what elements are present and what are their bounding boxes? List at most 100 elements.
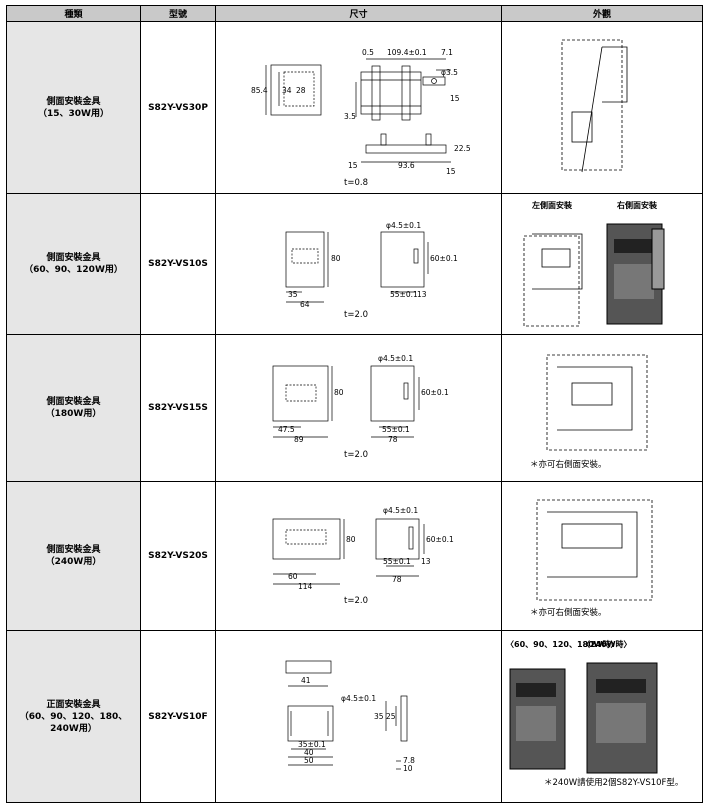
type-cell: 側面安裝金具（15、30W用） [6,21,141,194]
dim-bottom-1: 15 [348,161,358,170]
type-note: （180W用） [45,409,102,419]
dim-side-3: 13 [417,290,427,299]
appearance-cell: 〈60、90、120、180W時〉 〈240W時〉 ＊240W請使用2個S82Y… [501,630,703,803]
dim-side-4: 78 [392,575,402,584]
table-row: 側面安裝金具（240W用） S82Y-VS20S 80 60 1 [6,481,703,631]
type-name: 側面安裝金具 [46,253,101,263]
label-right-mount: 右側面安裝 [616,200,658,210]
dim-side-2: 55±0.1 [382,425,410,434]
thickness-note: t=2.0 [344,596,368,606]
appearance-cell [501,21,703,194]
type-cell: 側面安裝金具 （180W用） [6,334,141,482]
type-cell: 側面安裝金具 （60、90、120W用） [6,193,141,335]
label-left-mount: 左側面安裝 [531,200,573,210]
dim-front-2: 89 [294,435,304,444]
bracket-illustration [561,39,628,173]
dim-side-0: φ4.5±0.1 [386,221,421,230]
type-name: 側面安裝金具 [46,397,101,407]
dim-side-0: 0.5 [362,48,374,57]
front-mount-illustration: 〈60、90、120、180W時〉 〈240W時〉 ＊240W請使用2個S82Y… [506,639,683,788]
model-cell: S82Y-VS10F [140,630,216,803]
spec-table: 種類 型號 尺寸 外觀 側面安裝金具（15、30W用） S82Y-VS30P [6,5,703,803]
type-name: 側面安裝金具 [46,96,101,107]
power-supply-icon [509,662,658,774]
dim-side-1: 60±0.1 [430,254,458,263]
dim-front-0: 80 [331,254,341,263]
dim-front-2: 114 [298,582,313,591]
type-note: （60、90、120、180、240W用） [19,711,128,734]
bracket-illustration: ＊亦可右側面安裝。 [530,354,648,470]
dim-front-0: 85.4 [251,86,268,95]
dim-side-3: 78 [388,435,398,444]
thickness-note: t=0.8 [344,178,368,188]
table-row: 側面安裝金具 （180W用） S82Y-VS15S 80 47.5 [6,334,703,482]
dim-front-1: 47.5 [278,425,295,434]
dim-front-2: 28 [296,86,306,95]
appearance-cell: 左側面安裝 右側面安裝 [501,193,703,335]
table-row: 正面安裝金具（60、90、120、180、240W用） S82Y-VS10F [6,630,703,803]
dimension-drawing: 41 φ4.5±0.1 35±0.1 40 50 35 25 7.8 10 [215,630,502,803]
dimension-drawing: 80 60 114 φ4.5±0.1 60±0.1 55±0.1 13 78 t… [215,481,502,631]
dim-front-3: 40 [304,748,314,757]
dimension-drawing: 85.4 34 28 3.5 0.5 109.4±0.1 7.1 φ3.5 15… [215,21,502,194]
model-cell: S82Y-VS20S [140,481,216,631]
dim-bottom-3: 15 [446,167,456,176]
dim-side-3: 13 [421,557,431,566]
appearance-cell: ＊亦可右側面安裝。 [501,481,703,631]
dim-front-1: 35 [288,290,298,299]
dimension-svg: 85.4 34 28 3.5 0.5 109.4±0.1 7.1 φ3.5 15… [251,48,471,188]
dim-side-0: 35 [374,712,384,721]
dimension-svg: 80 47.5 89 φ4.5±0.1 60±0.1 55±0.1 78 t=2… [272,354,449,460]
thickness-note: t=2.0 [344,450,368,460]
dim-side-0: φ4.5±0.1 [378,354,413,363]
dim-side-1: 60±0.1 [421,388,449,397]
model-cell: S82Y-VS10S [140,193,216,335]
appearance-cell: ＊亦可右側面安裝。 [501,334,703,482]
dim-side-1: 60±0.1 [426,535,454,544]
dim-side-0: φ4.5±0.1 [383,506,418,515]
table-row: 側面安裝金具 （60、90、120W用） S82Y-VS10S 80 35 64 [6,193,703,335]
mount-illustration: 左側面安裝 右側面安裝 [523,200,665,327]
dim-side-3: 10 [403,764,413,773]
dim-front-4: 50 [304,756,314,765]
label-240w: 〈240W時〉 [582,639,632,649]
dimension-svg: 80 60 114 φ4.5±0.1 60±0.1 55±0.1 13 78 t… [272,506,454,606]
dim-front-0: 80 [334,388,344,397]
type-note: （60、90、120W用） [24,265,123,275]
dimension-drawing: 80 35 64 φ4.5±0.1 60±0.1 55±0.1 13 t=2.0 [215,193,502,335]
label-small-models: 〈60、90、120、180W時〉 [506,639,619,649]
dim-side-1: 25 [386,712,396,721]
dim-bottom-0: 22.5 [454,144,471,153]
dim-front-1: 34 [282,86,292,95]
dimension-svg: 41 φ4.5±0.1 35±0.1 40 50 35 25 7.8 10 [285,660,415,773]
header-model: 型號 [140,5,216,22]
type-note: （240W用） [45,557,102,567]
header-type: 種類 [6,5,141,22]
dim-front-2: 35±0.1 [298,740,326,749]
model-cell: S82Y-VS15S [140,334,216,482]
dim-side-3: φ3.5 [441,68,458,77]
dim-side-2: 55±0.1 [390,290,418,299]
header-appearance: 外觀 [501,5,703,22]
table-row: 側面安裝金具（15、30W用） S82Y-VS30P [6,21,703,194]
appearance-note: ＊亦可右側面安裝。 [530,459,607,470]
model-cell: S82Y-VS30P [140,21,216,194]
dim-front-2: 64 [300,300,310,309]
dimension-drawing: 80 47.5 89 φ4.5±0.1 60±0.1 55±0.1 78 t=2… [215,334,502,482]
type-name: 側面安裝金具 [46,545,101,555]
bracket-illustration: ＊亦可右側面安裝。 [530,499,653,618]
power-supply-icon [606,223,665,325]
type-cell: 側面安裝金具 （240W用） [6,481,141,631]
dim-side-2: 55±0.1 [383,557,411,566]
type-name: 正面安裝金具 [46,699,101,710]
type-note: （15、30W用） [38,108,109,119]
header-row: 種類 型號 尺寸 外觀 [6,5,703,22]
dim-front-0: 41 [301,676,311,685]
dim-side-2: 7.8 [403,756,415,765]
header-dimensions: 尺寸 [215,5,502,22]
dim-side-2: 7.1 [441,48,453,57]
type-cell: 正面安裝金具（60、90、120、180、240W用） [6,630,141,803]
dimension-svg: 80 35 64 φ4.5±0.1 60±0.1 55±0.1 13 t=2.0 [285,221,458,320]
dim-front-1: φ4.5±0.1 [341,694,376,703]
dim-side-4: 15 [450,94,460,103]
